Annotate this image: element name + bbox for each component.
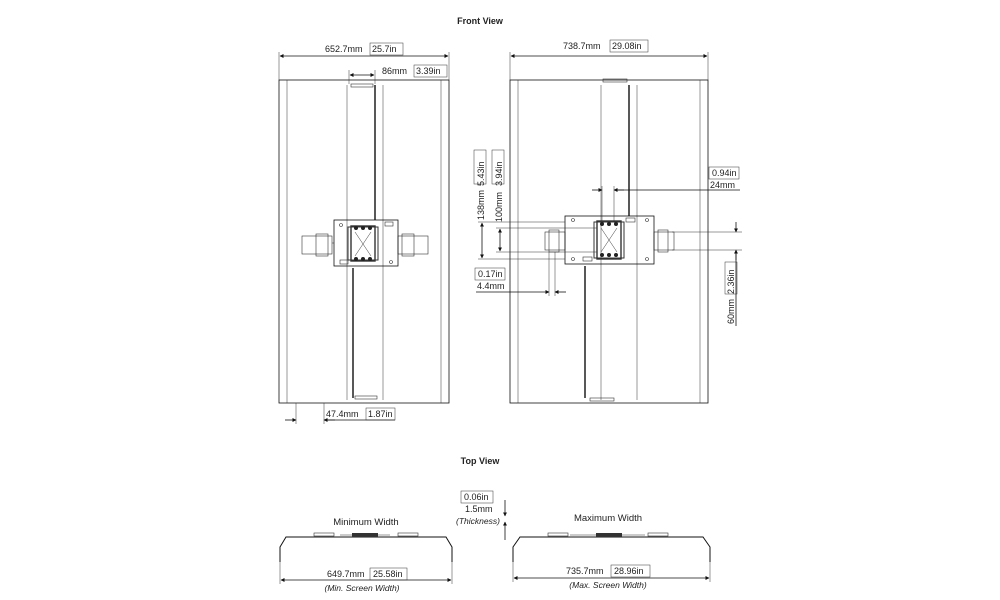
max-width-in: 29.08in <box>612 41 642 51</box>
max-width-mm: 738.7mm <box>563 41 601 51</box>
h60-mm: 60mm <box>726 299 736 324</box>
screen-outline-min <box>278 79 450 404</box>
thickness-in: 0.06in <box>464 492 489 502</box>
thickness-mm: 1.5mm <box>465 504 493 514</box>
max-width-label: Maximum Width <box>574 513 642 524</box>
thickness-callout: 0.06in 1.5mm (Thickness) <box>456 490 507 540</box>
min-width-label: Minimum Width <box>333 517 398 528</box>
top-view-min: Minimum Width 649.7mm 25.58in (Min. Scre… <box>279 517 453 593</box>
rail-offset-mm: 47.4mm <box>326 409 359 419</box>
height-100-in: 3.94in <box>494 161 504 186</box>
height-138-in: 5.43in <box>476 161 486 186</box>
dim-height-138: 138mm 5.43in <box>473 149 565 260</box>
screen-outline-max <box>509 79 709 404</box>
dim-rail-width: 86mm 3.39in <box>348 64 448 84</box>
rail-width-in: 3.39in <box>416 66 441 76</box>
max-screen-caption: (Max. Screen Width) <box>569 580 647 590</box>
top-view-title: Top View <box>461 456 501 466</box>
h60-in: 2.36in <box>726 269 736 294</box>
front-view-max-drawing <box>509 78 709 404</box>
rail-offset-in: 1.87in <box>368 409 393 419</box>
top-view-max: Maximum Width 735.7mm 28.96in (Max. Scre… <box>512 513 711 590</box>
min-screen-caption: (Min. Screen Width) <box>324 583 399 593</box>
min-screen-mm: 649.7mm <box>327 569 365 579</box>
rail-width-mm: 86mm <box>382 66 407 76</box>
min-width-mm: 652.7mm <box>325 44 363 54</box>
front-view-title: Front View <box>457 16 504 26</box>
w24-in: 0.94in <box>712 168 737 178</box>
dim-4-4: 0.17in 4.4mm <box>474 252 566 296</box>
min-screen-in: 25.58in <box>373 569 403 579</box>
dim-60: 60mm 2.36in <box>672 222 742 326</box>
w44-mm: 4.4mm <box>477 281 505 291</box>
dim-24: 0.94in 24mm <box>592 166 740 222</box>
max-screen-in: 28.96in <box>614 566 644 576</box>
height-138-mm: 138mm <box>476 190 486 220</box>
front-view-min-drawing <box>278 79 450 404</box>
height-100-mm: 100mm <box>494 192 504 222</box>
w24-mm: 24mm <box>710 180 735 190</box>
max-screen-mm: 735.7mm <box>566 566 604 576</box>
min-width-in: 25.7in <box>372 44 397 54</box>
thickness-label: (Thickness) <box>456 516 500 526</box>
dim-height-100: 100mm 3.94in <box>491 149 597 253</box>
mount-plate-max <box>564 215 655 265</box>
dim-min-width: 652.7mm 25.7in <box>278 42 450 80</box>
dim-max-width: 738.7mm 29.08in <box>509 39 709 80</box>
dim-rail-offset: 47.4mm 1.87in <box>285 403 396 424</box>
mount-plate-min <box>333 219 399 267</box>
w44-in: 0.17in <box>478 269 503 279</box>
